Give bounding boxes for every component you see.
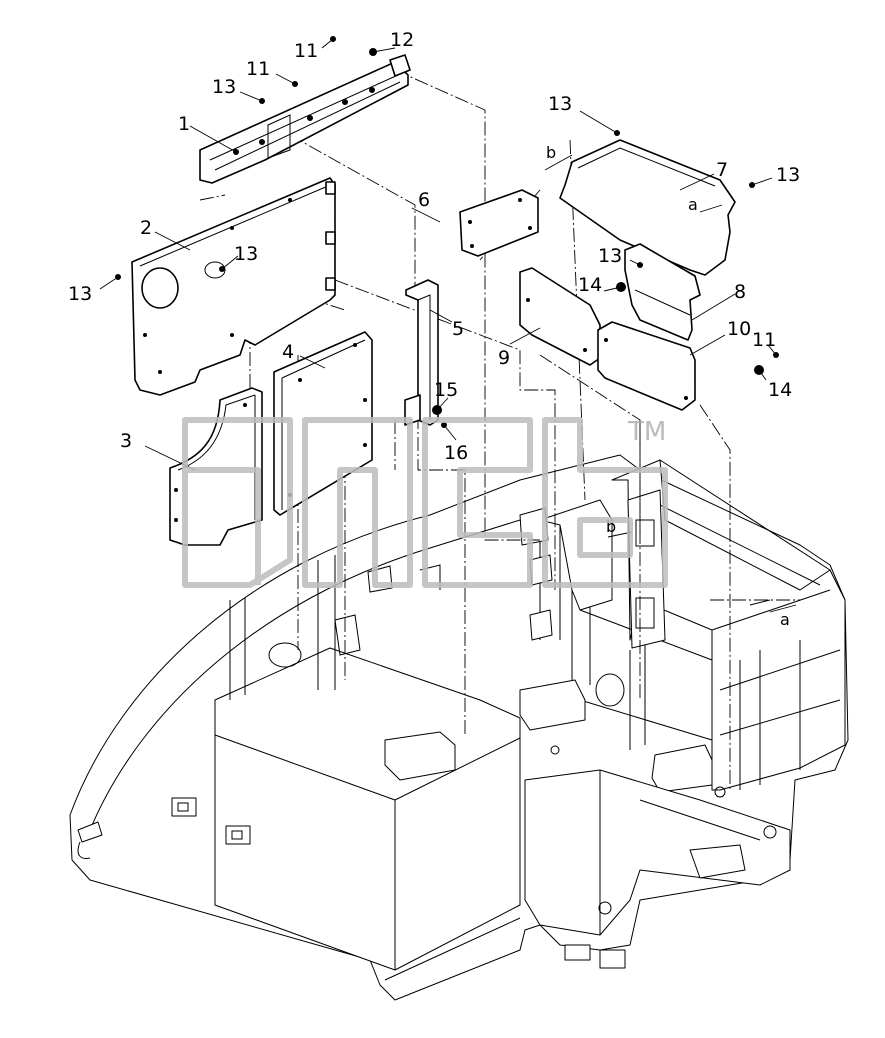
callout-7: 7 (716, 159, 728, 181)
part-2-panel (131, 177, 336, 396)
callout-14-mid: 14 (578, 274, 602, 296)
callout-11-right: 11 (752, 329, 776, 351)
callout-14-right: 14 (768, 379, 792, 401)
callout-13-right: 13 (776, 164, 800, 186)
frame-center-plate (519, 679, 586, 731)
watermark-logo: TM (182, 417, 668, 588)
view-markers: b a b a (546, 143, 790, 629)
callout-6: 6 (418, 189, 430, 211)
callout-13-panel: 13 (234, 243, 258, 265)
callout-10: 10 (727, 318, 751, 340)
part-7-cover (559, 139, 736, 276)
part-5-bracket (404, 279, 439, 426)
callout-12: 12 (390, 29, 414, 51)
callout-1: 1 (178, 113, 190, 135)
callout-8: 8 (734, 281, 746, 303)
frame-left-block (214, 647, 521, 971)
frame-hinge-column (627, 489, 666, 649)
part-3-panel (169, 387, 263, 546)
callout-15: 15 (434, 379, 458, 401)
part-6-plate (459, 189, 539, 257)
callout-13-mid: 13 (598, 245, 622, 267)
callout-2: 2 (140, 217, 152, 239)
callout-11-top: 11 (294, 40, 318, 62)
callout-13-right-top: 13 (548, 93, 572, 115)
machine-frame (69, 454, 849, 1001)
callout-13-upper: 13 (212, 76, 236, 98)
callout-13-left: 13 (68, 283, 92, 305)
marker-a-top: a (688, 195, 698, 214)
part-8-cover (624, 243, 701, 341)
marker-b-frame: b (606, 517, 616, 536)
callout-labels: 1 2 3 4 5 6 7 8 9 10 11 11 11 12 13 13 1… (68, 29, 800, 464)
callout-4: 4 (282, 341, 294, 363)
part-1-bracket (199, 54, 411, 184)
part-10-cover (597, 321, 696, 411)
trademark-symbol: TM (627, 417, 666, 447)
marker-a-frame: a (780, 610, 790, 629)
callout-11-upper: 11 (246, 58, 270, 80)
callout-5: 5 (452, 318, 464, 340)
marker-b-top: b (546, 143, 556, 162)
callout-9: 9 (498, 347, 510, 369)
callout-16: 16 (444, 442, 468, 464)
callout-3: 3 (120, 430, 132, 452)
